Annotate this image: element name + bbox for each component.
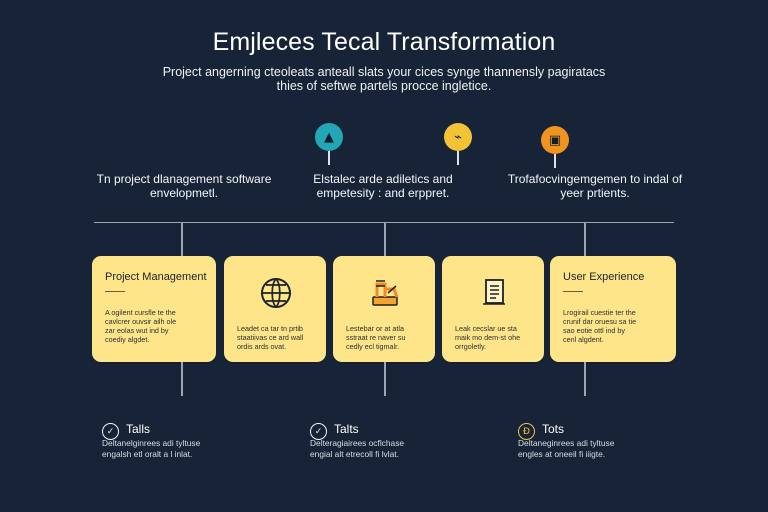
top-step-caption: Trofafocvingemgemen to indal of yeer prt…	[507, 172, 683, 200]
top-step-caption: Tn project dlanagement software envelopm…	[96, 172, 272, 200]
top-icon-stem	[554, 154, 556, 168]
bottom-item-text: Deltanelginrees adi tyltuse engalsh etl …	[102, 438, 201, 459]
bottom-item-title: Tots	[542, 422, 565, 436]
card-description: Lrogirail cuestie ter the crunif dar oru…	[563, 308, 637, 344]
check-icon: ✓	[310, 423, 327, 440]
card-title-underline	[105, 291, 125, 292]
bottom-item-text: Delteragiairees ocflchase engial alt etr…	[310, 438, 405, 459]
top-icon-stem	[328, 151, 330, 165]
document-card[interactable]: Leak cecslar ue sta maik mo dem-st ohe o…	[442, 256, 544, 362]
card-connector	[181, 222, 183, 256]
card-description: Lestebar or at atla sstraat re naver su …	[346, 324, 406, 351]
bottom-item-title: Talts	[334, 422, 359, 436]
check-icon: ✓	[102, 423, 119, 440]
card-description: A ogilent cursfle te the cavlcrer ouvsir…	[105, 308, 177, 344]
card-connector	[384, 222, 386, 256]
card-description: Leak cecslar ue sta maik mo dem-st ohe o…	[455, 324, 521, 351]
globe-card[interactable]: Leadet ca tar tn prtib staatiivas ce ard…	[224, 256, 326, 362]
triangle-icon: ▲	[315, 123, 343, 151]
user-experience-card[interactable]: User Experience Lrogirail cuestie ter th…	[550, 256, 676, 362]
chart-icon	[371, 280, 398, 306]
globe-icon	[260, 278, 291, 308]
card-connector	[584, 222, 586, 256]
chart-card[interactable]: Lestebar or at atla sstraat re naver su …	[333, 256, 435, 362]
bottom-connector	[181, 362, 183, 396]
coin-icon: Đ	[518, 423, 535, 440]
page-subtitle: Project angerning cteoleats anteall slat…	[162, 65, 606, 93]
card-title: Project Management	[105, 271, 207, 283]
document-icon	[482, 279, 505, 305]
bottom-connector	[584, 362, 586, 396]
top-step-caption: Elstalec arde adiletics and empetesity :…	[313, 172, 453, 200]
top-icon-stem	[457, 151, 459, 165]
card-title-underline	[563, 291, 583, 292]
card-title: User Experience	[563, 271, 645, 283]
card-description: Leadet ca tar tn prtib staatiivas ce ard…	[237, 324, 304, 351]
bottom-item-title: Talls	[126, 422, 151, 436]
page-title: Emjleces Tecal Transformation	[212, 28, 556, 56]
bottom-connector	[384, 362, 386, 396]
bottom-item-text: Deltaneginrees adi tyltuse engles at one…	[518, 438, 615, 459]
project-management-card[interactable]: Project Management A ogilent cursfle te …	[92, 256, 216, 362]
leaf-icon: ⌁	[444, 123, 472, 151]
box-icon: ▣	[541, 126, 569, 154]
